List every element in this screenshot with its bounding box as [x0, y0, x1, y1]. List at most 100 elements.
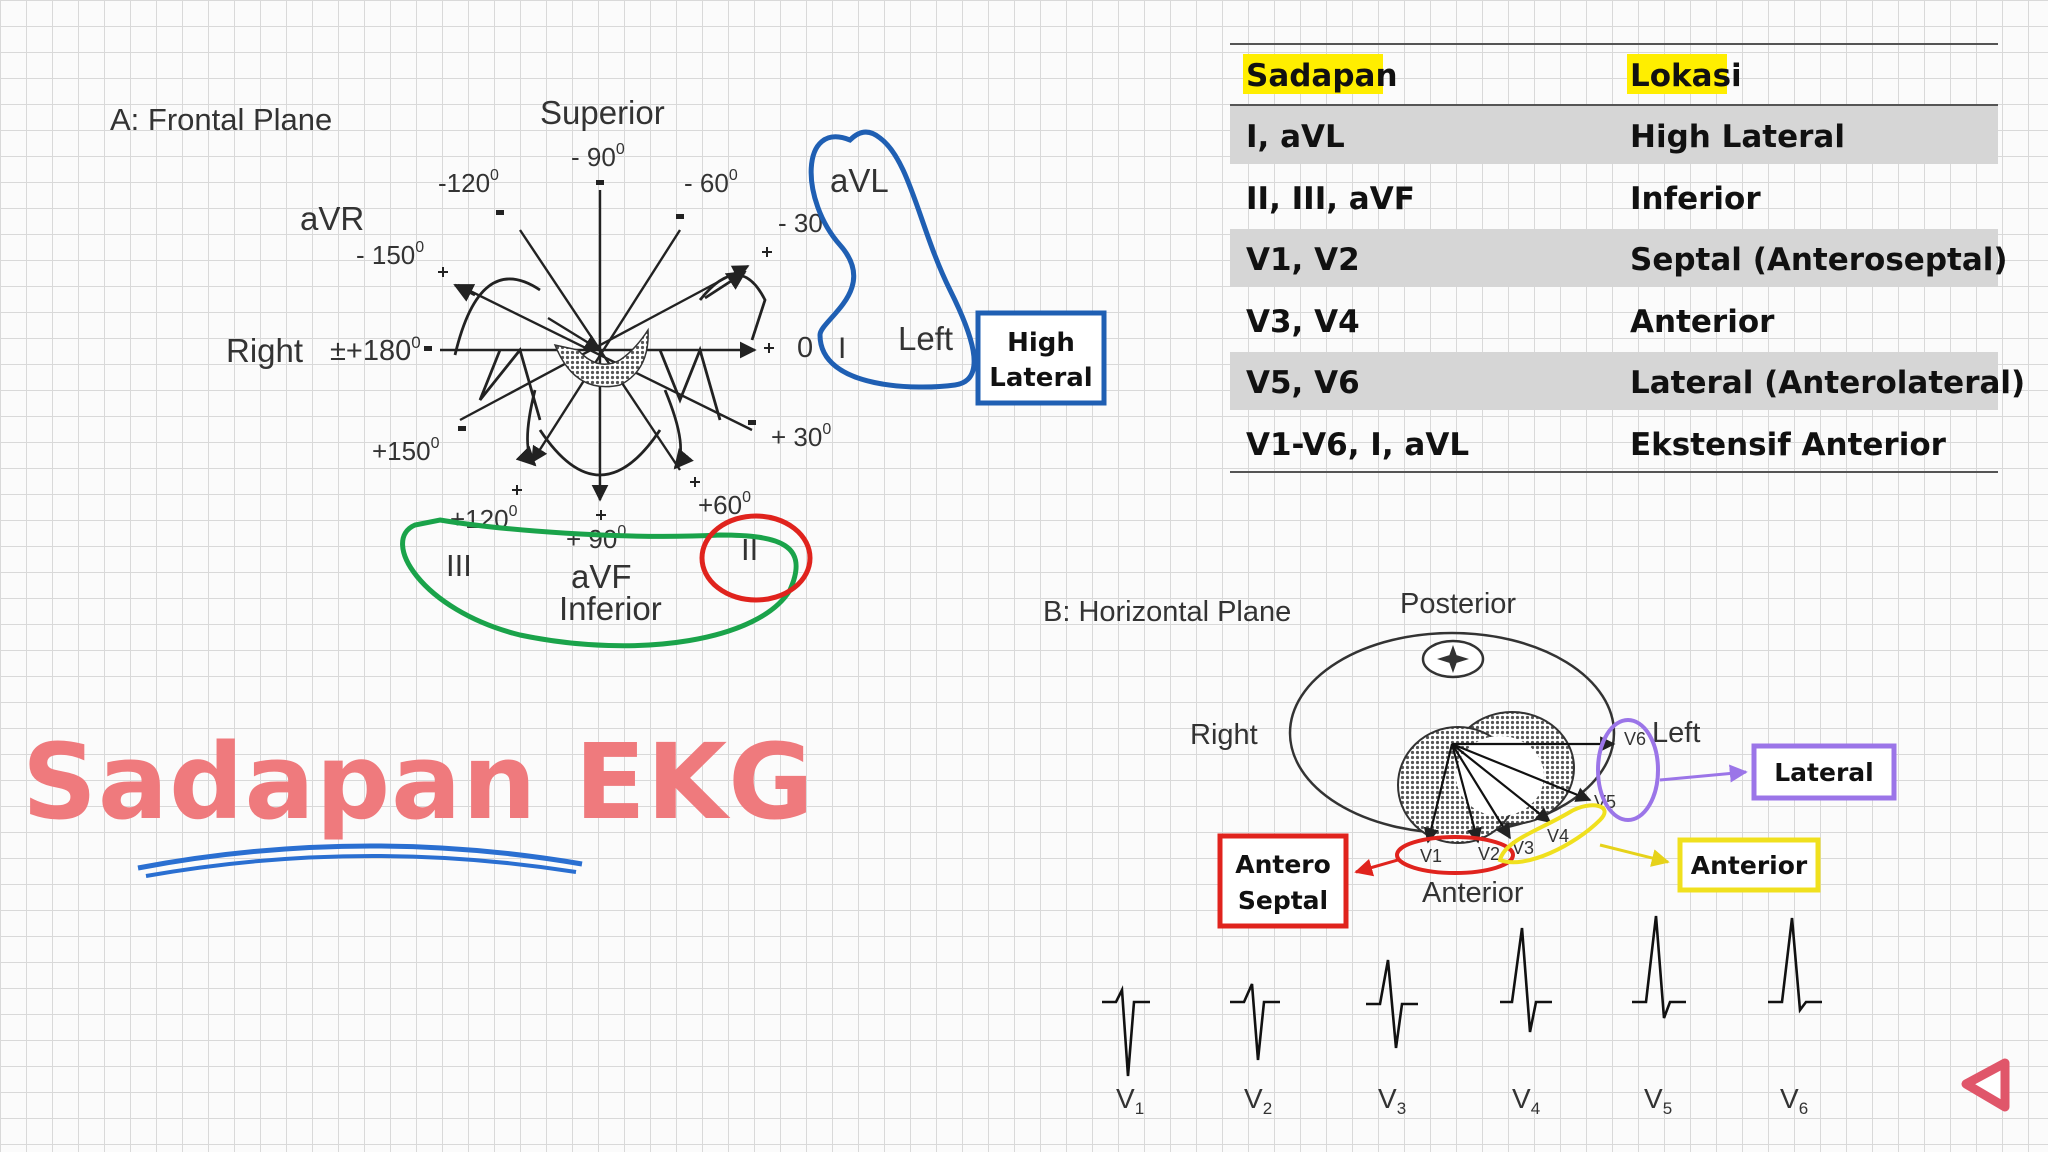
anteroseptal-arrow [1354, 858, 1399, 877]
anterior-box-label: Anterior [1691, 851, 1808, 880]
lead-location-table: Sadapan Lokasi I, aVL High Lateral II, I… [1230, 43, 2025, 473]
hexaxial-reference-lines [440, 190, 757, 502]
table-row-1-lokasi: High Lateral [1630, 119, 1845, 155]
table-row-2-sadapan: II, III, aVF [1246, 181, 1415, 217]
previous-slide-button[interactable] [1961, 1058, 2010, 1112]
horizontal-left-label: Left [1652, 717, 1700, 749]
lateral-box-label: Lateral [1774, 758, 1873, 787]
lead-mark-v4: V4 [1547, 826, 1569, 846]
horizontal-plane-diagram: B: Horizontal Plane Posterior Right Left… [1043, 588, 1897, 929]
tick-mark [596, 180, 604, 185]
slide-title: Sadapan EKG [22, 721, 815, 843]
high-lateral-box-line-1: High [1007, 328, 1075, 358]
angle-label-plus-150: +1500 [372, 435, 440, 466]
curve-left-upper [698, 273, 767, 341]
frontal-left-label: Left [898, 320, 953, 357]
table-row-1-sadapan: I, aVL [1246, 119, 1345, 155]
anterior-box [1677, 837, 1821, 893]
lead-mark-v1: V1 [1420, 846, 1442, 866]
plus-mark [690, 477, 700, 487]
ecg-complex-v6 [1768, 917, 1822, 1014]
title-underline [137, 843, 583, 871]
curve-arrow-bottom-right [663, 389, 694, 470]
inferior-label: Inferior [559, 590, 662, 627]
anterior-outline [1497, 803, 1607, 865]
ecg-complex-v1 [1102, 985, 1150, 1077]
plus-mark [596, 510, 606, 520]
table-row-4-lokasi: Anterior [1630, 304, 1775, 340]
table-row-shade [1230, 352, 1998, 410]
avf-lead-label: aVF [571, 558, 632, 595]
ecg-complex-v5 [1632, 915, 1686, 1019]
table-row-6-lokasi: Ekstensif Anterior [1630, 427, 1947, 463]
header-highlight-lokasi [1627, 54, 1727, 94]
vector-v2 [1450, 743, 1482, 844]
table-row-3-sadapan: V1, V2 [1246, 242, 1360, 278]
lead-i-label: I [838, 332, 846, 365]
vector-v4 [1451, 743, 1552, 823]
curve-right-upper [453, 277, 541, 356]
vector-v3 [1451, 743, 1511, 840]
high-lateral-box-line-2: Lateral [989, 363, 1092, 393]
tick-mark [676, 214, 684, 219]
frontal-plane-diagram: A: Frontal Plane Superior Right Left aVR… [110, 94, 1107, 649]
vector-v1 [1423, 743, 1454, 844]
ecg-label-v5: V5 [1644, 1083, 1672, 1118]
avr-axis [457, 283, 753, 432]
curved-arrows [453, 270, 767, 477]
avl-lead-label: aVL [830, 162, 889, 199]
tick-mark [458, 426, 466, 431]
table-header-lokasi: Lokasi [1630, 58, 1742, 94]
anterior-arrow [1599, 843, 1670, 867]
curve-mid-left [478, 347, 542, 421]
avl-axis [459, 264, 750, 422]
precordial-ecg-complexes [1102, 915, 1822, 1077]
anteroseptal-box-line-1: Antero [1235, 850, 1331, 879]
curve-arrowhead-right [704, 270, 747, 300]
avr-lead-label: aVR [300, 200, 364, 237]
avr-vector [547, 316, 602, 352]
slide-title-group: Sadapan EKG [22, 721, 815, 878]
ecg-lead-labels: V1 V2 V3 V4 V5 V6 [1116, 1083, 1808, 1118]
lead-iii-label: III [446, 548, 472, 583]
plus-mark [438, 267, 448, 277]
horizontal-right-label: Right [1190, 719, 1258, 751]
table-row-6-sadapan: V1-V6, I, aVL [1246, 427, 1469, 463]
ecg-label-v3: V3 [1378, 1083, 1406, 1118]
curve-arrowhead-left [453, 283, 476, 302]
anteroseptal-box [1217, 833, 1349, 929]
angle-label-plus-60: +600 [698, 489, 751, 520]
anteroseptal-box-line-2: Septal [1238, 886, 1328, 915]
ecg-complex-v4 [1500, 927, 1552, 1033]
lead-ii-label: II [741, 532, 758, 567]
precordial-vectors [1423, 736, 1616, 844]
title-underline-2 [145, 853, 577, 878]
heart-hollow [1456, 736, 1544, 816]
anteroseptal-circle [1395, 835, 1515, 875]
heart-shading [553, 327, 649, 388]
triangle-left-icon[interactable] [1961, 1058, 2010, 1112]
table-row-4-sadapan: V3, V4 [1246, 304, 1360, 340]
angle-label-plus-90: + 900 [566, 523, 626, 554]
curve-mid-right [658, 345, 722, 421]
lead-mark-v3: V3 [1512, 838, 1534, 858]
lateral-arrow [1659, 764, 1748, 783]
vector-v5 [1451, 742, 1592, 802]
angle-label-minus-60: - 600 [684, 167, 738, 198]
high-lateral-outline [808, 129, 977, 390]
header-highlight-sadapan [1243, 54, 1383, 94]
spine-marker-icon [1437, 645, 1469, 673]
lead-ii-axis [530, 229, 682, 464]
table-row-2-lokasi: Inferior [1630, 181, 1761, 217]
frontal-right-label: Right [226, 332, 303, 369]
ecg-label-v1: V1 [1116, 1083, 1144, 1118]
lead-mark-v2: V2 [1478, 844, 1500, 864]
table-row-5-lokasi: Lateral (Anterolateral) [1630, 365, 2025, 401]
ecg-label-v6: V6 [1780, 1083, 1808, 1118]
tick-mark [496, 210, 504, 215]
curve-bottom [538, 429, 662, 477]
tick-mark [424, 346, 432, 351]
ecg-complex-v2 [1230, 983, 1280, 1061]
high-lateral-box [975, 310, 1107, 406]
table-header-sadapan: Sadapan [1246, 58, 1398, 94]
